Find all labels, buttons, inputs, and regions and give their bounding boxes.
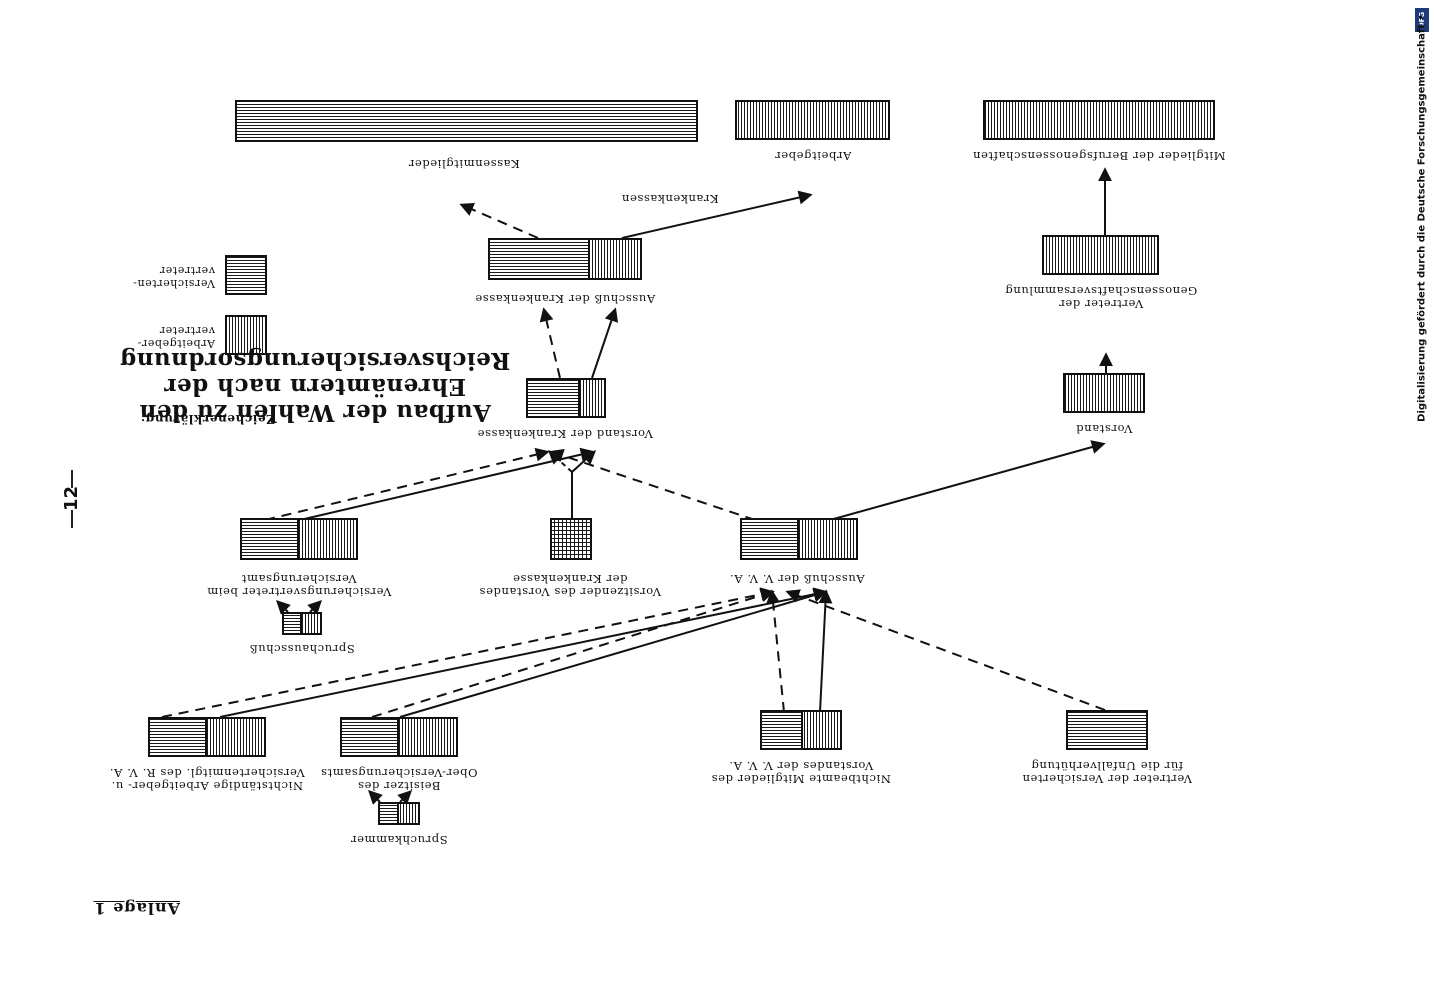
- label-vers-vertreter: Versicherungsvertreter beim Versicherung…: [206, 572, 392, 599]
- label-beisitzer: Beisitzer des Ober-Versicherungsamts: [320, 766, 478, 793]
- edge-ausschuss-va-to-vorstand-bg: [829, 440, 1106, 521]
- edge-nichtstaendige-to-va-dashed: [161, 587, 775, 718]
- edge-beisitzer-to-va-dashed: [371, 588, 775, 718]
- box-arbeitgeber: [735, 100, 890, 140]
- document-title: Aufbau der Wahlen zu den Ehrenämtern nac…: [119, 347, 511, 426]
- digitization-credit: DFG Digitalisierung gefördert durch die …: [1415, 8, 1429, 422]
- label-vorsitzender: Vorsitzender des Vorstandes der Krankenk…: [479, 572, 661, 599]
- page-number-dash-bottom: [71, 510, 73, 528]
- box-kassenmitglieder: [235, 100, 698, 142]
- label-spruchausschuss: Spruchausschuß: [249, 642, 355, 656]
- box-vorstand-kk: [526, 378, 606, 418]
- connector-lines: [161, 167, 1113, 805]
- page-number: 12: [60, 470, 84, 530]
- label-spruchkammer: Spruchkammer: [350, 833, 448, 847]
- edge-vers-vertreter-to-vorstand-kk: [299, 447, 595, 521]
- edge-vers-vertreter-to-vorstand-kk-dashed: [264, 447, 550, 521]
- edge-nichtbeamte-to-va-dashed: [766, 589, 785, 713]
- label-vorstand-bg: Vorstand: [1075, 422, 1133, 436]
- label-nichtbeamte: Nichtbeamte Mitglieder des Vorstandes de…: [711, 759, 891, 786]
- label-vorstand-kk: Vorstand der Krankenkasse: [477, 427, 653, 441]
- box-mitglieder-bg: [983, 100, 1215, 140]
- edge-ausschuss-kk-to-arbeitgeber: [621, 190, 813, 239]
- box-vertreter-genoss: [1042, 235, 1159, 275]
- anlage-label: Anlage 1: [93, 899, 180, 918]
- box-nichtbeamte: [760, 710, 842, 750]
- edge-vertreter-versicherten-to-va: [785, 589, 1106, 711]
- box-spruchausschuss: [282, 612, 322, 635]
- label-vertreter-versicherten: Vertreter der Versicherten für die Unfal…: [1021, 759, 1193, 786]
- box-ausschuss-va: [740, 518, 858, 560]
- edge-ausschuss-va-to-vorstand-kk: [549, 448, 756, 521]
- box-ausschuss-kk: [488, 238, 642, 280]
- edge-spruchausschuss-left: [307, 600, 322, 615]
- edge-spruchkammer-left: [397, 790, 412, 805]
- edge-vorstand-kk-to-ausschuss-kk-dashed: [539, 307, 561, 379]
- edge-beisitzer-to-va-solid: [399, 588, 828, 718]
- label-kassenmitglieder: Kassenmitglieder: [408, 157, 520, 171]
- legend-label-versicherte: Versicherten- vertreter: [132, 264, 215, 290]
- edge-spruchausschuss-right: [276, 600, 291, 615]
- label-nichtstaendige: Nichtständige Arbeitgeber- u. Versichert…: [109, 766, 305, 793]
- label-ausschuss-va: Ausschuß der V. V. A.: [729, 572, 865, 586]
- box-spruchkammer: [378, 802, 420, 825]
- label-vertreter-genoss: Vertreter der Genossenschaftsversammlung: [1004, 284, 1198, 311]
- legend-box-versicherte: [225, 255, 267, 295]
- label-mitglieder-bg: Mitglieder der Berufsgenossenschaften: [972, 149, 1226, 163]
- box-nichtstaendige: [148, 717, 266, 757]
- label-edge-krankenkassen: Krankenkassen: [621, 192, 719, 206]
- diagram-page-rotated: Mitglieder der Berufsgenossenschaften Ar…: [93, 100, 1226, 918]
- edge-split-right: [547, 450, 573, 473]
- box-vorsitzender: [550, 518, 592, 560]
- label-ausschuss-kk: Ausschuß der Krankenkasse: [474, 292, 656, 306]
- edge-nichtbeamte-to-va-solid: [818, 589, 833, 713]
- edge-vorstand-kk-to-ausschuss-kk: [591, 307, 619, 379]
- edge-spruchkammer-right: [368, 790, 383, 805]
- dfg-logo: DFG: [1415, 8, 1429, 32]
- label-arbeitgeber: Arbeitgeber: [774, 149, 852, 163]
- edge-nichtstaendige-to-va-solid: [219, 587, 828, 718]
- box-vorstand-bg: [1063, 373, 1145, 413]
- edge-ausschuss-kk-to-kassenmitglieder: [459, 203, 539, 239]
- box-beisitzer: [340, 717, 458, 757]
- digitization-note: Digitalisierung gefördert durch die Deut…: [1416, 14, 1428, 422]
- box-vers-vertreter: [240, 518, 358, 560]
- box-vertreter-versicherten: [1066, 710, 1148, 750]
- page-number-dash-top: [71, 470, 73, 488]
